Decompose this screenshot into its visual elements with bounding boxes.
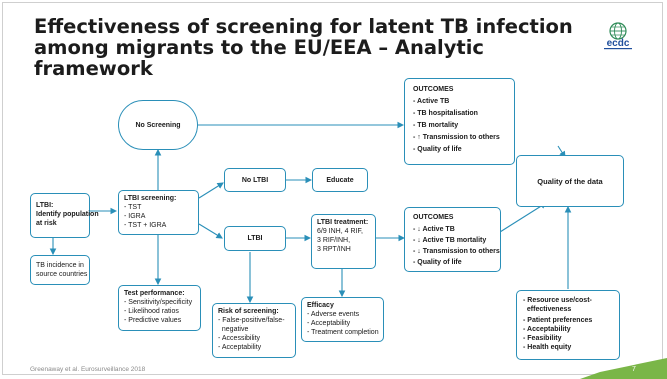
outcomes-top-box: OUTCOMES - Active TB - TB hospitalisatio… <box>404 78 515 165</box>
quality-label: Quality of the data <box>537 176 603 186</box>
testperf-line-2: - Likelihood ratios <box>124 308 179 315</box>
risk-line-1: - False-positive/false- <box>218 317 285 324</box>
corner-accent <box>580 358 667 379</box>
no-screening-label: No Screening <box>135 121 181 129</box>
treatment-line-2: 3 RIF/INH, <box>317 237 351 244</box>
incidence-line-2: source countries <box>36 271 88 278</box>
ltbi-label: LTBI <box>247 235 263 242</box>
logo-text: ecdc <box>607 38 630 49</box>
outcomes-mid-line-2: - ↓ Active TB mortality <box>413 237 487 244</box>
educate-label: Educate <box>326 176 354 184</box>
efficacy-title: Efficacy <box>307 302 334 309</box>
screening-line-3: - TST + IGRA <box>124 222 167 229</box>
outcomes-mid-title: OUTCOMES <box>413 214 454 221</box>
outcomes-top-line-1: - Active TB <box>413 98 450 105</box>
educate-box: Educate <box>312 168 368 192</box>
quality-of-data-box: Quality of the data <box>516 155 624 207</box>
identify-line-3: at risk <box>36 220 57 227</box>
risk-line-2: negative <box>218 326 249 333</box>
identify-line-2: Identify population <box>36 211 99 218</box>
page-number: 7 <box>632 366 636 373</box>
slide-frame <box>2 2 663 375</box>
outcomes-top-line-2: - TB hospitalisation <box>413 110 478 117</box>
screening-line-2: - IGRA <box>124 213 146 220</box>
testperf-title: Test performance: <box>124 290 185 297</box>
resource-use-box: - Resource use/cost- effectiveness - Pat… <box>516 290 620 360</box>
ecdc-logo: ecdc <box>604 22 632 50</box>
citation-footer: Greenaway et al. Eurosurveillance 2018 <box>30 366 146 373</box>
screening-line-1: - TST <box>124 204 142 211</box>
risk-line-3: - Accessibility <box>218 335 261 342</box>
treatment-title: LTBI treatment: <box>317 219 369 226</box>
efficacy-line-3: - Treatment completion <box>307 329 379 336</box>
resource-line-5: - Feasibility <box>523 335 562 342</box>
risk-title: Risk of screening: <box>218 308 279 315</box>
treatment-line-1: 6/9 INH, 4 RIF, <box>317 228 363 235</box>
efficacy-line-2: - Acceptability <box>307 320 351 327</box>
no-ltbi-box: No LTBI <box>224 168 286 192</box>
testperf-line-1: - Sensitivity/specificity <box>124 299 193 306</box>
no-screening-box: No Screening <box>118 100 198 150</box>
ltbi-screening-box: LTBI screening: - TST - IGRA - TST + IGR… <box>118 190 199 235</box>
arrow-outcomesmid-to-quality <box>499 202 547 233</box>
ltbi-treatment-box: LTBI treatment: 6/9 INH, 4 RIF, 3 RIF/IN… <box>311 214 376 269</box>
resource-line-4: - Acceptability <box>523 326 571 333</box>
identify-line-1: LTBI: <box>36 202 54 209</box>
globe-icon <box>609 22 627 40</box>
slide-title: Effectiveness of screening for latent TB… <box>34 15 573 80</box>
efficacy-line-1: - Adverse events <box>307 311 360 318</box>
screening-title: LTBI screening: <box>124 195 177 202</box>
treatment-line-3: 3 RPT/INH <box>317 246 351 253</box>
outcomes-top-line-5: - Quality of life <box>413 146 462 153</box>
outcomes-top-title: OUTCOMES <box>413 86 454 93</box>
risk-of-screening-box: Risk of screening: - False-positive/fals… <box>212 303 296 358</box>
ltbi-box: LTBI <box>224 226 286 251</box>
arrow-screening-to-ltbi <box>198 223 223 239</box>
outcomes-mid-line-4: - Quality of life <box>413 259 462 266</box>
outcomes-mid-line-1: - ↓ Active TB <box>413 226 455 233</box>
identify-population-box: LTBI: Identify population at risk <box>30 193 99 238</box>
bottom-accent-bar <box>0 376 667 379</box>
outcomes-mid-box: OUTCOMES - ↓ Active TB - ↓ Active TB mor… <box>404 207 501 272</box>
test-performance-box: Test performance: - Sensitivity/specific… <box>118 285 201 331</box>
resource-line-1: - Resource use/cost- <box>523 297 592 304</box>
incidence-line-1: TB incidence in <box>36 262 84 269</box>
resource-line-2: effectiveness <box>523 306 572 313</box>
outcomes-top-line-4: - ↑ Transmission to others <box>413 134 500 141</box>
resource-line-6: - Health equity <box>523 344 572 351</box>
arrow-screening-to-noltbi <box>198 182 224 199</box>
no-ltbi-label: No LTBI <box>241 176 269 184</box>
efficacy-box: Efficacy - Adverse events - Acceptabilit… <box>301 297 384 342</box>
outcomes-top-line-3: - TB mortality <box>413 122 459 129</box>
outcomes-mid-line-3: - ↓ Transmission to others <box>413 248 500 255</box>
tb-incidence-box: TB incidence in source countries <box>30 255 90 285</box>
resource-line-3: - Patient preferences <box>523 317 593 324</box>
risk-line-4: - Acceptability <box>218 344 262 351</box>
testperf-line-3: - Predictive values <box>124 317 182 324</box>
